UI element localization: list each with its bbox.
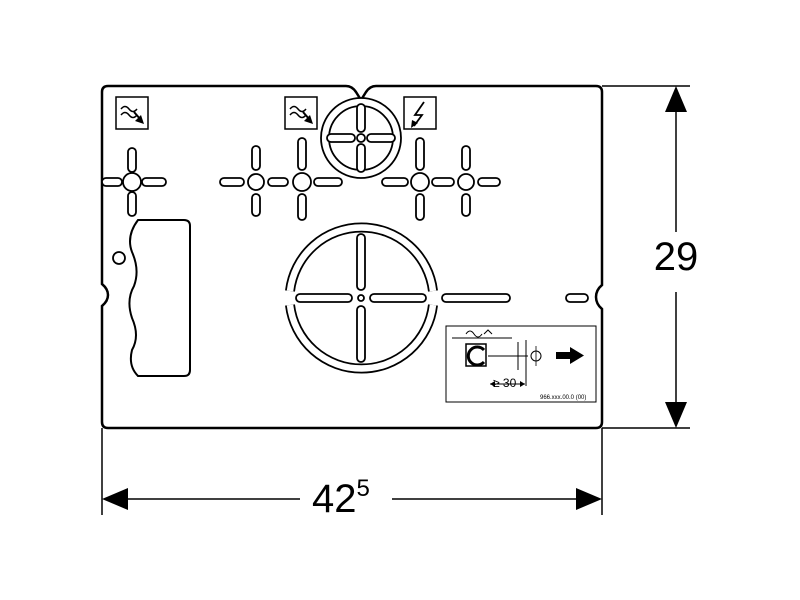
part-code-label: 966.xxx.00.0 (00): [540, 395, 586, 401]
large-ring-cutout: [285, 222, 589, 374]
width-label-superscript: 5: [357, 475, 370, 502]
crosshair-center: [292, 137, 343, 221]
width-label-main: 42: [312, 477, 357, 521]
width-dimension: [101, 428, 603, 515]
electric-hazard-icon: [403, 96, 437, 130]
width-label: 425: [312, 475, 370, 521]
height-label: 29: [654, 235, 699, 279]
water-inlet-icon: [284, 96, 318, 130]
height-dimension: [602, 85, 690, 429]
left-wavy-cutout: [112, 219, 191, 377]
crosshair-left: [101, 147, 167, 217]
crosshair-cutouts: [101, 137, 501, 221]
water-inlet-icon: [115, 96, 149, 130]
instruction-label: ≥ 30 966.xxx.00.0 (00): [445, 325, 597, 403]
arrow-right-icon: [556, 347, 584, 364]
crosshair-center-right: [381, 137, 455, 221]
crosshair-center-left: [219, 145, 289, 217]
top-ring-cutout: [320, 97, 402, 179]
min-distance-label: ≥ 30: [493, 376, 517, 390]
crosshair-right: [457, 145, 501, 217]
